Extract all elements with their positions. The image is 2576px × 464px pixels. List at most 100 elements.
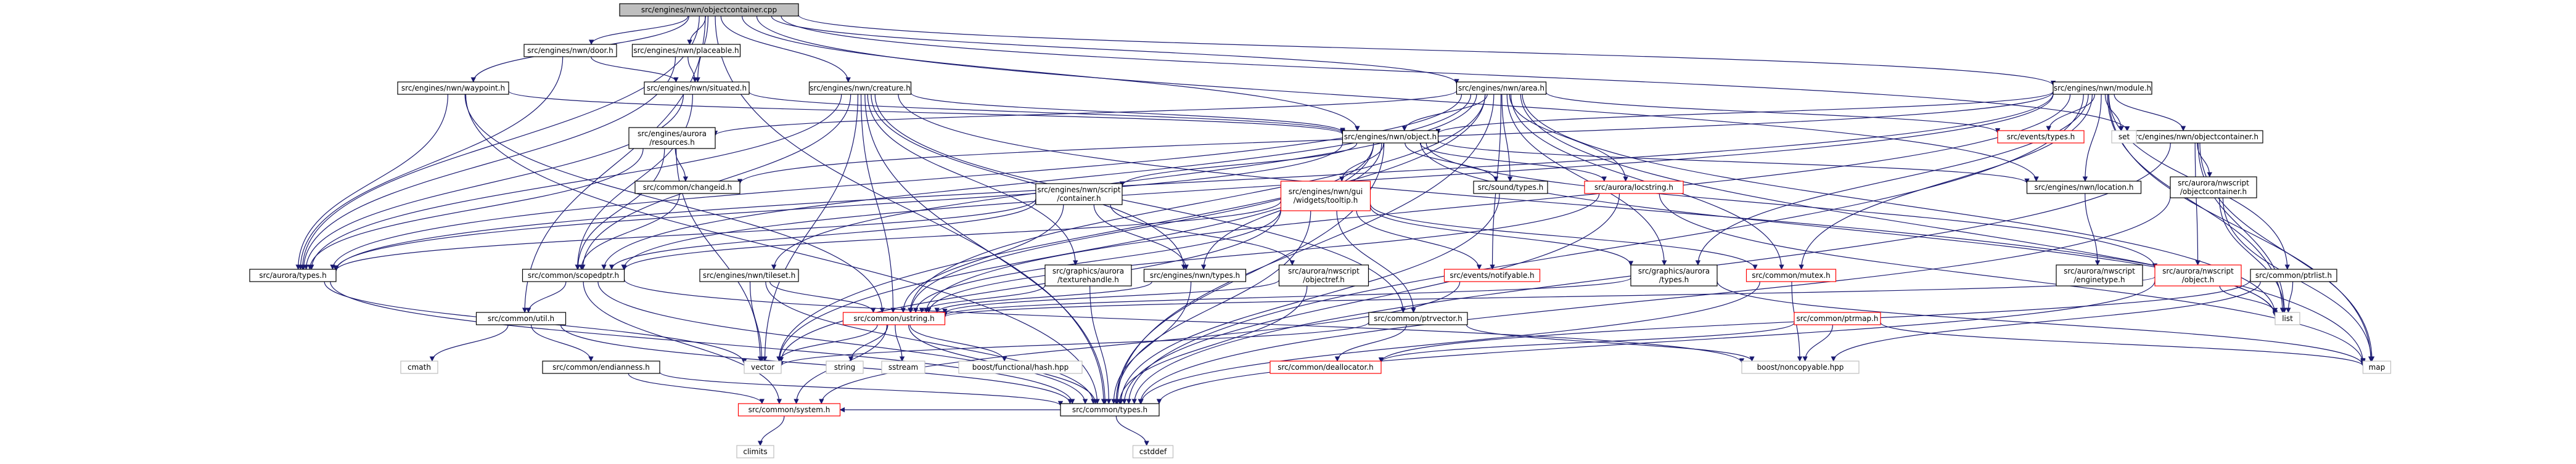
edge-module-to-events_types <box>2046 94 2095 131</box>
edge-waypoint-to-aurora_types <box>295 94 448 270</box>
edge-nwscript_objectcontainer-to-common_types <box>1138 196 2171 404</box>
node-nwnobject[interactable]: src/engines/nwn/object.h <box>1342 130 1439 144</box>
node-nwn_gui_tooltip[interactable]: src/engines/nwn/gui/widgets/tooltip.h <box>1280 181 1371 211</box>
node-enginetype[interactable]: src/aurora/nwscript/enginetype.h <box>2056 264 2143 287</box>
edge-root-to-objcontainer_h <box>781 15 2130 132</box>
edge-ptrlist-to-noncopyable <box>1831 281 2261 362</box>
node-placeable[interactable]: src/engines/nwn/placeable.h <box>631 44 741 57</box>
node-box-waypoint <box>397 81 509 95</box>
node-scopedptr[interactable]: src/common/scopedptr.h <box>522 269 625 282</box>
edge-nwn_gui_tooltip-to-common_types <box>1113 210 1311 404</box>
node-tileset[interactable]: src/engines/nwn/tileset.h <box>699 269 799 282</box>
node-waypoint[interactable]: src/engines/nwn/waypoint.h <box>397 81 509 95</box>
node-nwn_script_container[interactable]: src/engines/nwn/script/container.h <box>1035 183 1123 205</box>
node-gfx_aurora_types[interactable]: src/graphics/aurora/types.h <box>1630 264 1718 287</box>
node-objcontainer_h[interactable]: src/engines/nwn/objectcontainer.h <box>2127 130 2263 144</box>
edge-module-to-nwn_location <box>2082 94 2102 182</box>
node-situated[interactable]: src/engines/nwn/situated.h <box>644 81 750 95</box>
node-nwscript_objectcontainer[interactable]: src/aurora/nwscript/objectcontainer.h <box>2170 176 2257 198</box>
edge-ustring-to-sstream <box>895 324 905 362</box>
node-label-nwscript_objectref: src/aurora/nwscript/objectref.h <box>1288 267 1360 284</box>
edge-aurora_resources-to-changeid <box>675 148 689 182</box>
node-label-common_types: src/common/types.h <box>1072 405 1147 414</box>
edge-nwn_types-to-common_types <box>1111 281 1192 404</box>
node-locstring[interactable]: src/aurora/locstring.h <box>1584 181 1684 194</box>
node-changeid[interactable]: src/common/changeid.h <box>634 181 740 194</box>
node-label-sound_types: src/sound/types.h <box>1478 183 1544 192</box>
node-common_types[interactable]: src/common/types.h <box>1060 403 1160 417</box>
edge-creature-to-ptrvector <box>874 94 1406 313</box>
edge-ptrmap-to-noncopyable <box>1802 324 1833 362</box>
node-common_system[interactable]: src/common/system.h <box>737 403 841 417</box>
node-label-enginetype: src/aurora/nwscript/enginetype.h <box>2064 267 2135 284</box>
node-climits: climits <box>736 445 774 458</box>
node-nwn_types[interactable]: src/engines/nwn/types.h <box>1143 269 1247 282</box>
node-texturehandle[interactable]: src/graphics/aurora/texturehandle.h <box>1044 264 1132 287</box>
node-label-module: src/engines/nwn/module.h <box>2054 84 2151 92</box>
node-label-door: src/engines/nwn/door.h <box>527 46 613 55</box>
node-deallocator[interactable]: src/common/deallocator.h <box>1270 360 1382 374</box>
node-label-situated: src/engines/nwn/situated.h <box>647 84 747 92</box>
node-label-common_mutex: src/common/mutex.h <box>1752 271 1831 280</box>
node-door[interactable]: src/engines/nwn/door.h <box>523 44 617 57</box>
node-nwscript_objectref[interactable]: src/aurora/nwscript/objectref.h <box>1278 264 1369 287</box>
edge-area-to-aurora_types <box>330 94 1462 270</box>
node-ptrvector[interactable]: src/common/ptrvector.h <box>1368 312 1468 325</box>
edge-notifyable-to-common_system <box>819 281 1461 404</box>
node-box-common_types <box>1060 403 1160 417</box>
edge-placeable-to-situated <box>687 56 698 83</box>
edge-objcontainer_h-to-nwscript_object <box>2194 142 2201 266</box>
edge-area-to-vector <box>776 94 1486 362</box>
edge-locstring-to-common_types <box>1122 193 1620 404</box>
node-sstream: sstream <box>881 360 925 374</box>
node-nwscript_object[interactable]: src/aurora/nwscript/object.h <box>2154 264 2242 287</box>
node-label-gfx_aurora_types: src/graphics/aurora/types.h <box>1638 267 1710 284</box>
node-label-set: set <box>2119 132 2130 141</box>
node-endianness[interactable]: src/common/endianness.h <box>542 360 660 374</box>
node-events_types[interactable]: src/events/types.h <box>1997 130 2085 144</box>
node-module[interactable]: src/engines/nwn/module.h <box>2053 81 2152 95</box>
node-creature[interactable]: src/engines/nwn/creature.h <box>808 81 912 95</box>
edge-nwn_gui_tooltip-to-notifyable <box>1356 210 1482 270</box>
node-box-climits <box>736 445 774 458</box>
node-area[interactable]: src/engines/nwn/area.h <box>1456 81 1547 95</box>
node-label-placeable: src/engines/nwn/placeable.h <box>633 46 739 55</box>
node-common_mutex[interactable]: src/common/mutex.h <box>1745 269 1837 282</box>
node-root[interactable]: src/engines/nwn/objectcontainer.cpp <box>619 3 799 17</box>
edge-nwn_location-to-enginetype <box>2085 193 2101 266</box>
node-ustring[interactable]: src/common/ustring.h <box>842 312 946 325</box>
node-label-objcontainer_h: src/engines/nwn/objectcontainer.h <box>2131 132 2258 141</box>
node-label-waypoint: src/engines/nwn/waypoint.h <box>401 84 505 92</box>
edge-ptrvector-to-noncopyable <box>1466 324 1755 362</box>
edge-nwn_script_container-to-scopedptr <box>609 201 1036 270</box>
node-box-common_mutex <box>1745 269 1837 282</box>
node-cmath: cmath <box>400 360 438 374</box>
node-box-set <box>2111 130 2137 144</box>
node-common_util[interactable]: src/common/util.h <box>475 312 567 325</box>
edge-endianness-to-common_system <box>628 373 765 404</box>
node-label-map: map <box>2369 363 2385 372</box>
node-box-locstring <box>1584 181 1684 194</box>
node-box-boost_hash <box>958 360 1083 374</box>
edge-module-to-common_mutex <box>1799 94 2093 270</box>
node-ptrmap[interactable]: src/common/ptrmap.h <box>1794 312 1881 325</box>
node-sound_types[interactable]: src/sound/types.h <box>1473 181 1548 194</box>
edge-ptrvector-to-vector <box>779 322 1369 367</box>
edge-waypoint-to-common_types <box>465 94 1100 404</box>
edge-gfx_aurora_types-to-ustring <box>942 277 1631 317</box>
edge-root-to-aurora_types <box>300 15 700 270</box>
node-notifyable[interactable]: src/events/notifyable.h <box>1443 269 1541 282</box>
node-ptrlist[interactable]: src/common/ptrlist.h <box>2250 269 2337 282</box>
node-label-tileset: src/engines/nwn/tileset.h <box>703 271 795 280</box>
node-aurora_types[interactable]: src/aurora/types.h <box>249 269 337 282</box>
edge-creature-to-texturehandle <box>867 94 1078 266</box>
node-label-ptrvector: src/common/ptrvector.h <box>1374 314 1462 323</box>
node-box-cmath <box>400 360 438 374</box>
node-aurora_resources[interactable]: src/engines/aurora/resources.h <box>628 127 716 149</box>
edge-nwnobject-to-aurora_types <box>333 142 1343 271</box>
edge-area-to-aurora_resources <box>713 90 1458 136</box>
node-nwn_location[interactable]: src/engines/nwn/location.h <box>2026 181 2142 194</box>
node-box-common_system <box>737 403 841 417</box>
node-box-ustring <box>842 312 946 325</box>
edge-waypoint-to-nwnobject <box>508 91 1345 135</box>
